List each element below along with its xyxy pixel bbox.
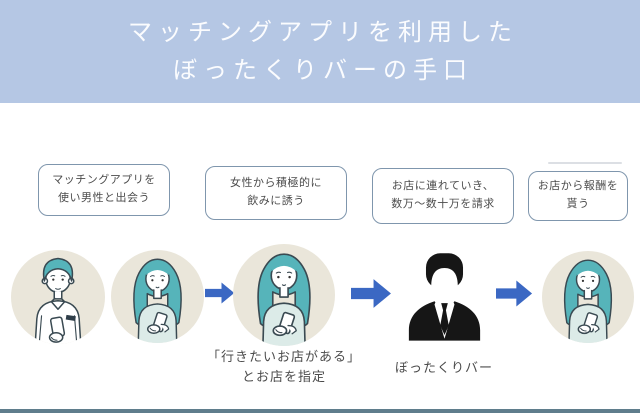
step-box-meet-men: マッチングアプリを 使い男性と出会う <box>38 164 170 216</box>
step-text: 飲みに誘う <box>247 195 305 207</box>
caption-line: 「行きたいお店がある」 <box>206 349 361 364</box>
footer-accent-bar <box>0 409 640 413</box>
step-text: 貰う <box>566 198 590 210</box>
page-title-line-2: ぼったくりバーの手口 <box>173 56 473 84</box>
step-box-get-reward: お店から報酬を 貰う <box>528 171 628 221</box>
step-box-invite-drink: 女性から積極的に 飲みに誘う <box>205 166 347 220</box>
businessman-silhouette-icon <box>408 253 481 341</box>
right-block-arrow <box>351 279 391 308</box>
header-banner: マッチングアプリを利用した ぼったくりバーの手口 <box>0 0 640 103</box>
figure-man-with-phone <box>11 250 105 344</box>
right-block-arrow <box>205 282 235 304</box>
step-text: 使い男性と出会う <box>58 192 150 204</box>
caption-shop-request: 「行きたいお店がある」 とお店を指定 <box>178 347 390 386</box>
flow-arrow-icon <box>205 279 235 307</box>
woman-with-phone-icon <box>257 253 311 346</box>
step-text: 女性から積極的に <box>230 177 322 190</box>
woman-with-phone-icon <box>133 258 182 343</box>
caption-rip-off-bar: ぼったくりバー <box>394 360 493 375</box>
caption-line: とお店を指定 <box>241 368 326 384</box>
figure-bar-operator <box>397 248 492 344</box>
step-box-charge-money: お店に連れていき、 数万～数十万を請求 <box>372 168 514 224</box>
figure-woman-with-phone <box>542 251 634 343</box>
flow-arrow-icon <box>351 277 392 310</box>
man-with-phone-icon <box>34 257 82 344</box>
faint-line-decoration <box>548 162 622 164</box>
page-title-line-1: マッチングアプリを利用した <box>128 19 518 47</box>
step-text: お店から報酬を <box>537 180 619 193</box>
right-block-arrow <box>496 280 533 307</box>
woman-with-phone-icon <box>563 259 613 343</box>
figure-woman-with-phone <box>233 244 335 346</box>
step-text: お店に連れていき、 <box>391 180 495 193</box>
step-text: マッチングアプリを <box>52 174 156 187</box>
step-text: 数万～数十万を請求 <box>391 198 495 210</box>
figure-woman-with-phone <box>111 250 204 343</box>
flow-arrow-icon <box>496 277 533 310</box>
